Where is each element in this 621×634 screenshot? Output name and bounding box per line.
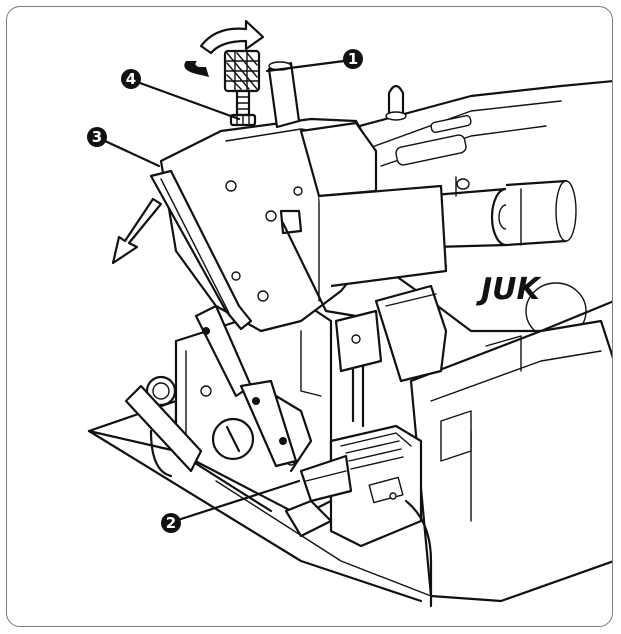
figure-frame: JUK bbox=[6, 6, 613, 627]
callout-label-2: 2 bbox=[166, 514, 176, 532]
callout-leaders bbox=[103, 59, 346, 521]
leader-line-3 bbox=[103, 139, 161, 168]
pull-direction-arrow bbox=[111, 197, 163, 265]
looper-mechanism bbox=[124, 299, 333, 518]
callout-badge-3: 3 bbox=[87, 127, 107, 147]
sewing-machine-illustration: JUK bbox=[87, 19, 612, 608]
callout-label-1: 1 bbox=[348, 50, 358, 68]
callout-badge-4: 4 bbox=[121, 69, 141, 89]
callout-badge-2: 2 bbox=[161, 513, 181, 533]
needle-plate-area bbox=[284, 284, 448, 608]
presser-arm-lever bbox=[149, 169, 253, 331]
callout-badge-1: 1 bbox=[343, 49, 363, 69]
leader-line-1 bbox=[265, 59, 346, 73]
rotation-arrow bbox=[184, 19, 265, 77]
front-right-block bbox=[409, 319, 612, 603]
callout-label-3: 3 bbox=[92, 128, 102, 146]
pressure-adjusting-screw bbox=[223, 49, 301, 129]
leader-line-2 bbox=[179, 479, 301, 521]
leader-line-4 bbox=[138, 81, 241, 121]
callout-label-4: 4 bbox=[126, 70, 136, 88]
brand-mark: JUK bbox=[476, 272, 543, 307]
